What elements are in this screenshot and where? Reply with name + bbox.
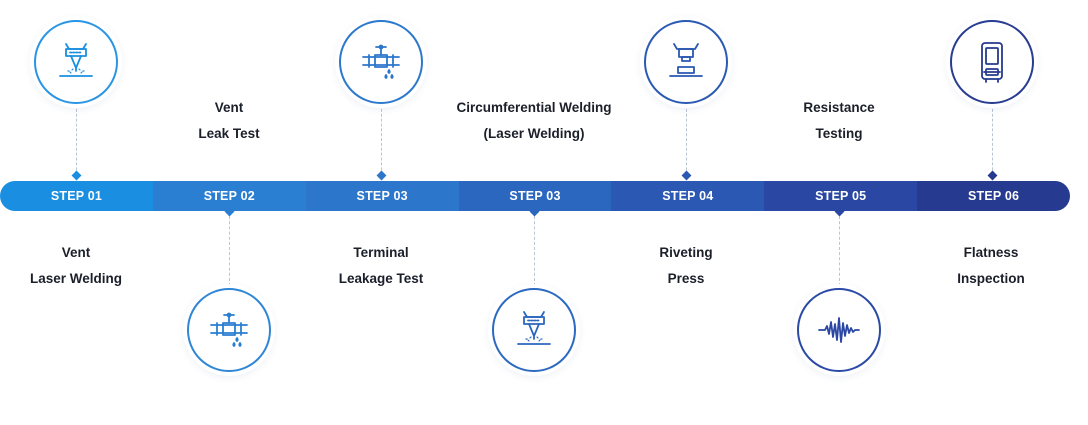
step-segment: STEP 04 (611, 181, 765, 211)
step-icon-circle (644, 20, 728, 104)
step-label: Riveting Press (659, 245, 713, 286)
step-segment: STEP 05 (764, 181, 918, 211)
connector-marker (376, 170, 387, 181)
connector-line (229, 211, 230, 286)
device-icon (981, 42, 1003, 83)
connector-line (534, 211, 535, 286)
step-segment: STEP 01 (0, 181, 153, 211)
step-label: Vent Laser Welding (29, 245, 123, 286)
step-label: Terminal Leakage Test (338, 245, 424, 286)
step-segment: STEP 03 (458, 181, 612, 211)
step-segment: STEP 02 (152, 181, 306, 211)
step-icon-circle (950, 20, 1034, 104)
connector-line (686, 104, 687, 180)
connector-marker (681, 170, 692, 181)
connector-line (839, 211, 840, 286)
timeline-bar: STEP 01 STEP 02 STEP 03 STEP 03 STEP 04 … (0, 181, 1070, 211)
connector-line (381, 104, 382, 180)
connector-marker (71, 170, 82, 181)
step-segment: STEP 06 (917, 181, 1070, 211)
step-icon-circle (339, 20, 423, 104)
step-segment: STEP 03 (305, 181, 459, 211)
step-icon-circle (492, 288, 576, 372)
step-icon-circle (187, 288, 271, 372)
step-icon-circle (797, 288, 881, 372)
connector-marker (987, 170, 998, 181)
connector-line (992, 104, 993, 180)
connector-line (76, 104, 77, 180)
pipe-valve-icon (362, 44, 400, 79)
waveform-icon (818, 317, 860, 343)
step-label: Circumferential Welding (Laser Welding) (456, 100, 612, 141)
press-icon (669, 43, 703, 77)
laser-welding-icon (517, 311, 551, 345)
step-label: Vent Leak Test (198, 100, 260, 141)
step-icon-circle (34, 20, 118, 104)
step-label: Resistance Testing (803, 100, 875, 141)
pipe-valve-icon (210, 312, 248, 347)
step-label: Flatness Inspection (957, 245, 1025, 286)
laser-welding-icon (59, 43, 93, 77)
